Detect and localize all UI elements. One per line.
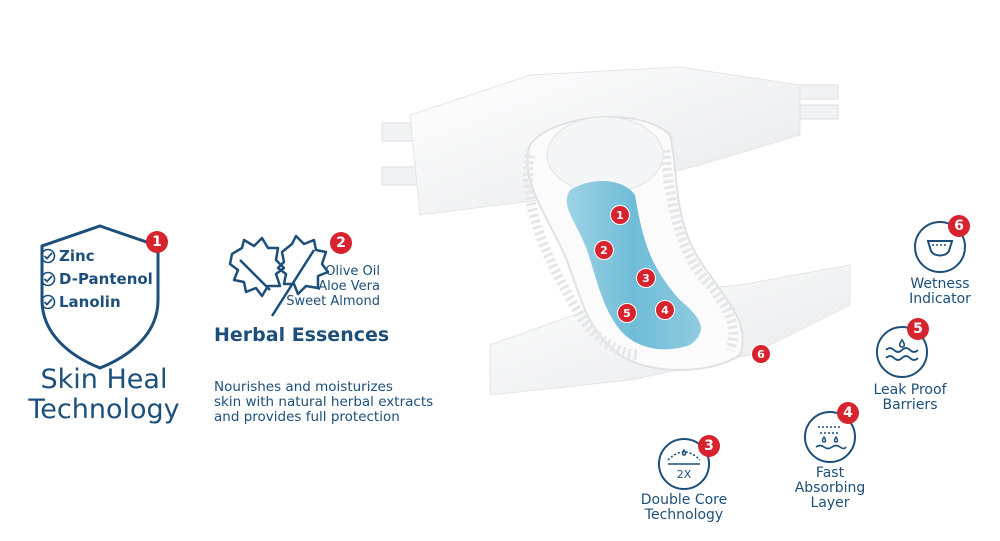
ingredient-lanolin: Lanolin bbox=[40, 293, 121, 311]
description-line: Nourishes and moisturizes bbox=[214, 379, 393, 395]
label-line: Layer bbox=[810, 495, 850, 511]
ingredient-label: Lanolin bbox=[59, 293, 121, 311]
product-marker-3: 3 bbox=[636, 268, 656, 288]
feature-badge: 5 bbox=[907, 318, 929, 340]
herbal-title: Herbal Essences bbox=[214, 324, 390, 346]
check-icon bbox=[40, 248, 56, 264]
product-marker-1: 1 bbox=[610, 205, 630, 225]
label-line: Double Core bbox=[640, 492, 728, 508]
label-line: Indicator bbox=[909, 291, 971, 307]
title-line: Technology bbox=[28, 394, 180, 425]
label-line: Barriers bbox=[882, 397, 938, 413]
herbal-item: Olive Oil bbox=[325, 264, 380, 279]
label-line: Leak Proof bbox=[873, 382, 947, 398]
description-line: skin with natural herbal extracts bbox=[214, 394, 434, 410]
herbal-badge: 2 bbox=[330, 232, 352, 254]
feature-label: Leak Proof Barriers bbox=[855, 383, 965, 413]
feature-badge: 6 bbox=[948, 215, 970, 237]
double-core-icon: 2X bbox=[658, 438, 710, 490]
label-line: Fast bbox=[815, 465, 845, 481]
ingredient-label: Zinc bbox=[59, 247, 95, 265]
feature-label: Double Core Technology bbox=[628, 493, 740, 523]
shield-icon bbox=[40, 224, 160, 370]
label-line: Wetness bbox=[910, 276, 970, 292]
leaf-icon bbox=[228, 234, 330, 317]
diaper-icon bbox=[914, 221, 966, 273]
ingredient-d-pantenol: D-Pantenol bbox=[40, 270, 153, 288]
double-core-multiplier: 2X bbox=[676, 468, 692, 481]
feature-label: Wetness Indicator bbox=[895, 277, 985, 307]
feature-badge: 3 bbox=[698, 435, 720, 457]
title-line: Skin Heal bbox=[40, 364, 168, 395]
herbal-description: Nourishes and moisturizes skin with natu… bbox=[214, 380, 433, 425]
diaper-illustration bbox=[381, 66, 851, 395]
label-line: Technology bbox=[644, 507, 724, 523]
product-marker-5: 5 bbox=[617, 303, 637, 323]
check-icon bbox=[40, 271, 56, 287]
feature-label: Fast Absorbing Layer bbox=[775, 466, 885, 511]
ingredient-zinc: Zinc bbox=[40, 247, 95, 265]
product-marker-4: 4 bbox=[655, 300, 675, 320]
herbal-item: Sweet Almond bbox=[286, 294, 380, 309]
description-line: and provides full protection bbox=[214, 409, 400, 425]
product-marker-6: 6 bbox=[751, 344, 771, 364]
ingredient-label: D-Pantenol bbox=[59, 270, 153, 288]
label-line: Absorbing bbox=[794, 480, 866, 496]
skin-heal-title: Skin Heal Technology bbox=[14, 365, 194, 425]
feature-badge: 4 bbox=[837, 402, 859, 424]
shield-badge: 1 bbox=[146, 231, 168, 253]
herbal-items: Olive Oil Aloe Vera Sweet Almond bbox=[270, 264, 380, 309]
check-icon bbox=[40, 294, 56, 310]
leak-barrier-icon bbox=[876, 326, 928, 378]
product-marker-2: 2 bbox=[594, 240, 614, 260]
herbal-item: Aloe Vera bbox=[318, 279, 380, 294]
